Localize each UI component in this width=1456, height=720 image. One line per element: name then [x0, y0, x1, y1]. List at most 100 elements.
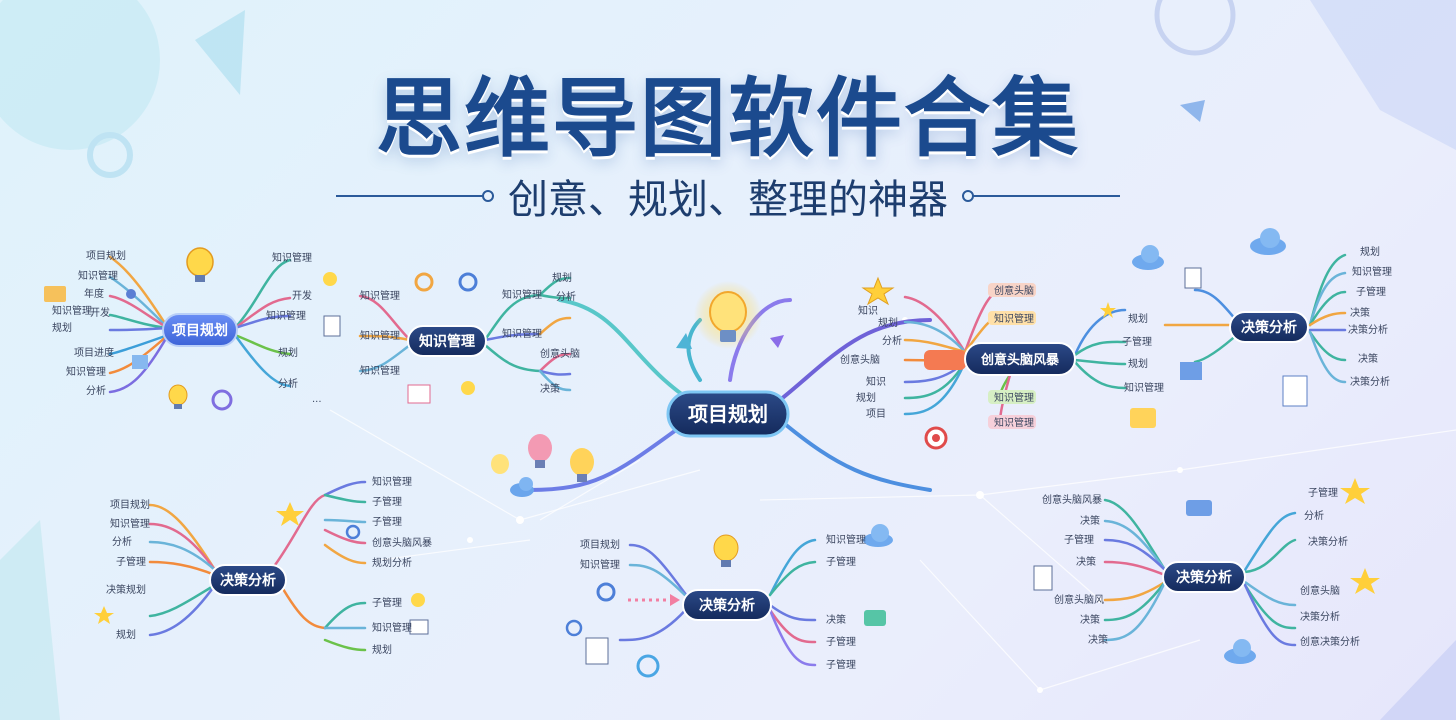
node[interactable]: [1162, 561, 1246, 593]
branch-label: 子管理: [116, 555, 146, 568]
branch-label: 规划: [552, 271, 572, 284]
branch-label: 子管理: [372, 515, 402, 528]
branch-label: 知识管理: [66, 365, 106, 378]
branch-label: 知识管理: [52, 304, 92, 317]
branch-label: 知识管理: [372, 475, 412, 488]
page-subtitle: 创意、规划、整理的神器: [508, 177, 948, 223]
branch-label: 决策: [1350, 306, 1370, 319]
branch-label: 项目进度: [74, 346, 114, 359]
deco-triangle: [195, 10, 245, 95]
branch-label: 子管理: [1064, 533, 1094, 546]
lightbulb-icon: [491, 434, 594, 482]
branch-label: 分析: [1304, 509, 1324, 522]
branch-label: 创意头脑风暴: [372, 536, 432, 549]
target-icon: [924, 426, 948, 450]
document-icon: [585, 637, 609, 665]
star-icon: [276, 502, 304, 526]
branch-label: 知识管理: [110, 517, 150, 530]
branch-label: 决策规划: [106, 583, 146, 596]
node[interactable]: [682, 589, 772, 621]
node-label: 决策分析: [220, 572, 276, 589]
bar-chart-icon: [1180, 362, 1202, 380]
node-label: 决策分析: [699, 597, 755, 614]
branch-label: 规划: [1128, 312, 1148, 325]
chart-icon: [126, 289, 136, 299]
branch-label: 创意头脑: [1300, 584, 1340, 597]
clipboard-icon: [407, 384, 431, 404]
branch-label: 决策分析: [1350, 375, 1390, 388]
folder-icon: [44, 286, 66, 302]
chat-icon: [864, 610, 886, 626]
branch-label: 子管理: [1356, 285, 1386, 298]
mind-map-cluster: 决策分析 项目规划 知识管理 分析 子管理 决策规划 规划 知识管理 子管理 子…: [94, 475, 432, 656]
lightbulb-icon: [709, 291, 747, 342]
branch-label: 决策分析: [1348, 323, 1388, 336]
deco-ring: [1154, 0, 1236, 56]
branch-label: 分析: [556, 290, 576, 303]
central-node-label: 项目规划: [688, 402, 768, 426]
mind-map-cluster: 创意头脑风暴 创意头脑 知识管理 知识管理 知识管理 知识 规划 分析 创意头脑…: [840, 276, 1164, 450]
branch-label: 决策: [826, 613, 846, 626]
branch-label: 创意头脑: [840, 353, 880, 366]
branch-label: 开发: [292, 289, 312, 302]
lightbulb-icon: [411, 593, 425, 607]
branch-label: 年度: [84, 287, 104, 300]
central-node[interactable]: 项目规划: [666, 390, 790, 438]
mind-map-cluster: 知识管理 知识管理 知识管理 知识管理 知识管理 规划 分析 知识管理 创意头脑…: [266, 251, 580, 408]
branch-label: 规划: [278, 346, 298, 359]
branch-label: 决策: [540, 382, 560, 395]
lightbulb-icon: [186, 247, 214, 282]
mind-map-cluster: 决策分析 项目规划 知识管理 知识管理 子管理 决策 子管理 子管理: [565, 524, 893, 678]
node-label: 决策分析: [1176, 569, 1232, 586]
document-icon: [1184, 267, 1202, 289]
branch-label: 知识管理: [372, 621, 412, 634]
gear-icon: [565, 619, 583, 637]
page-title: 思维导图软件合集: [376, 69, 1080, 169]
branch-label: 知识管理: [360, 289, 400, 302]
branch-label: 知识管理: [360, 364, 400, 377]
star-icon: [1340, 478, 1370, 504]
branch-label: 决策: [1080, 613, 1100, 626]
node[interactable]: [209, 564, 287, 596]
node[interactable]: [407, 325, 487, 357]
branch-label: 规划: [1360, 245, 1380, 258]
node[interactable]: [1229, 311, 1309, 343]
branch-label: 规划: [1128, 357, 1148, 370]
node-label: 知识管理: [419, 333, 475, 350]
branch-label: 创意决策分析: [1300, 635, 1360, 648]
branch-label: 子管理: [372, 596, 402, 609]
branch-label: 知识管理: [994, 391, 1034, 404]
deco-triangle: [0, 520, 60, 720]
divider-line: [336, 190, 494, 202]
branch-label: 知识管理: [826, 533, 866, 546]
lightbulb-icon: [713, 534, 739, 567]
subtitle-row: 创意、规划、整理的神器: [0, 168, 1456, 224]
branch-label: 开发: [90, 306, 110, 319]
branch-label: 子管理: [372, 495, 402, 508]
branch-label: 分析: [86, 384, 106, 397]
branch-label: 规划: [372, 643, 392, 656]
mind-map-cluster: 项目规划 项目规划 知识管理 年度 知识管理 规划 项目进度 知识管理 分析 开…: [44, 247, 292, 411]
branch-label: 知识管理: [266, 309, 306, 322]
lightbulb-icon: [1130, 408, 1156, 428]
branch-label: 创意头脑风暴: [1042, 493, 1102, 506]
mind-map-cluster: 决策分析 创意头脑风暴 决策 子管理 决策 创意头脑风 决策 决策 子管理 分析…: [1033, 478, 1380, 664]
branch-label: 知识: [858, 304, 878, 317]
branch-label: 创意头脑风: [1054, 593, 1104, 606]
node[interactable]: [964, 342, 1076, 376]
refresh-icon: [211, 389, 233, 411]
bar-chart-icon: [132, 355, 148, 369]
branch-label: 项目规划: [580, 538, 620, 551]
branch-label: 项目规划: [86, 249, 126, 262]
document-icon: [409, 619, 429, 635]
tag: [988, 390, 1036, 404]
branch-label: 决策: [1076, 555, 1096, 568]
node-label: 决策分析: [1241, 319, 1297, 336]
branch-label: 知识管理: [502, 327, 542, 340]
cloud-icon: [1250, 228, 1286, 255]
branch-label: 子管理: [1308, 486, 1338, 499]
branch-label: 决策: [1088, 633, 1108, 646]
node[interactable]: [162, 313, 238, 347]
deco-triangle: [1180, 100, 1205, 122]
